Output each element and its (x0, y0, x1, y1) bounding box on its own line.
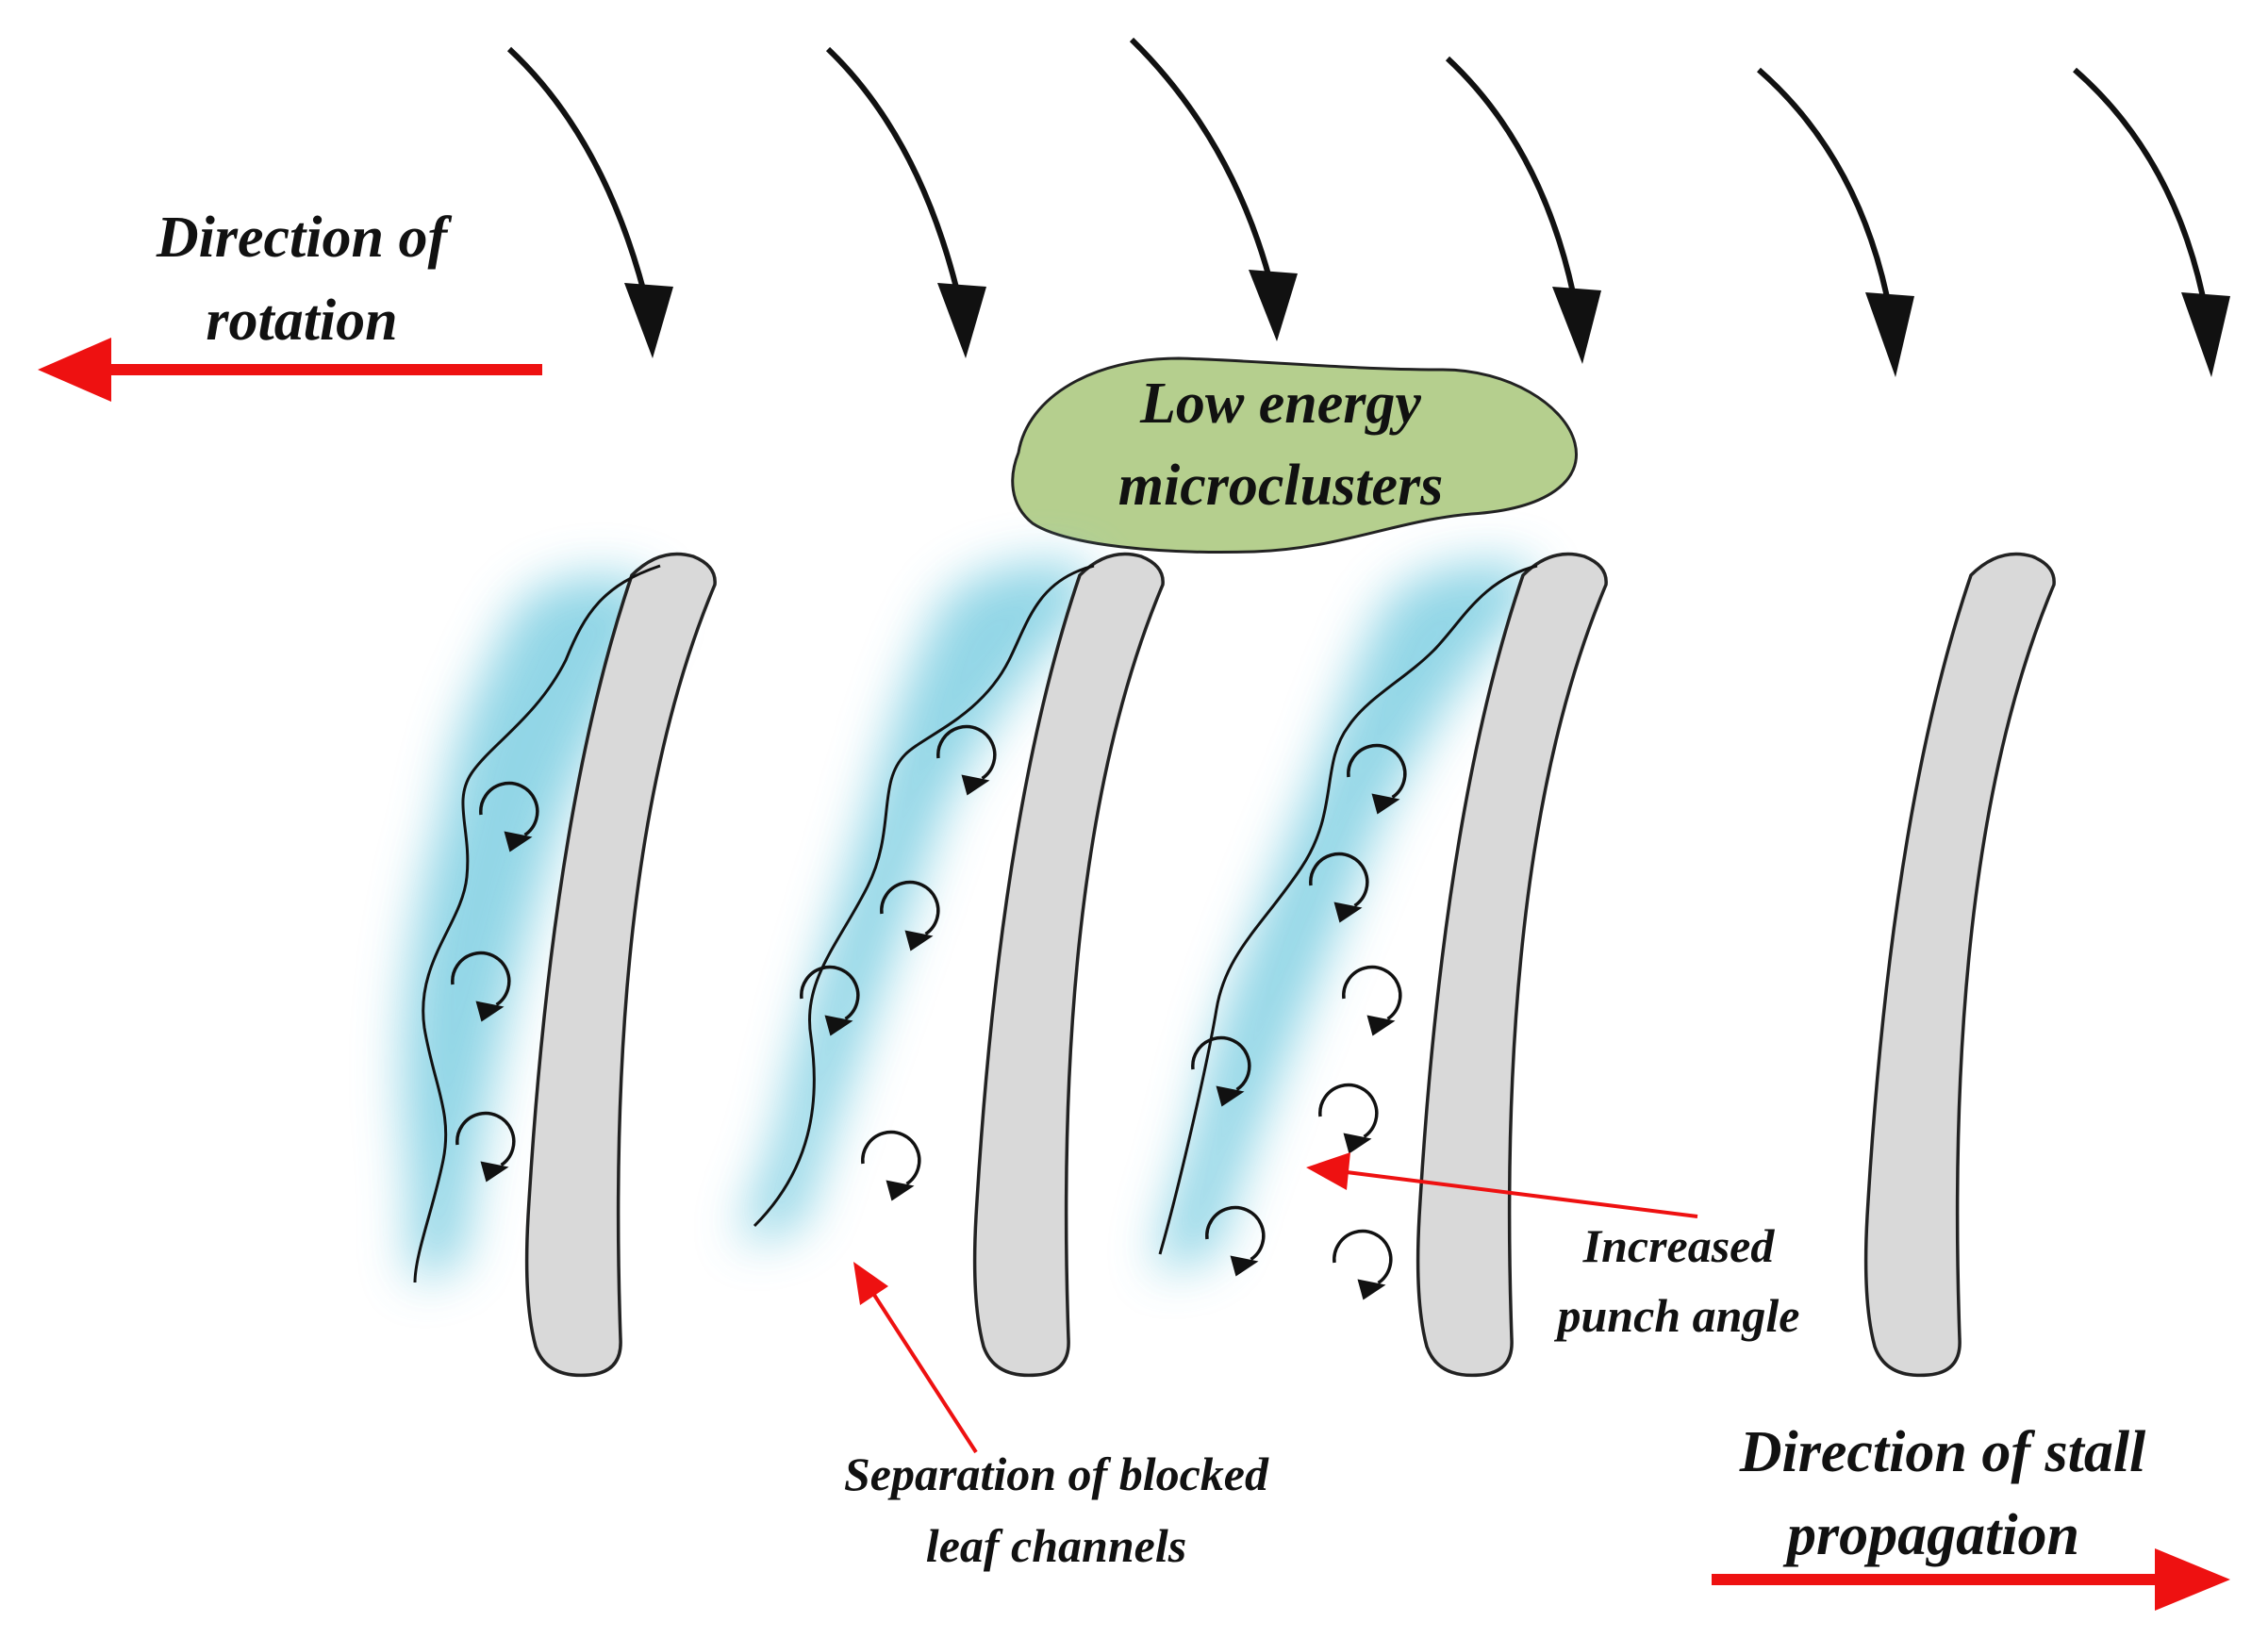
blade-2 (972, 552, 1165, 1378)
punch-label-line1: Increased (1582, 1219, 1776, 1272)
rotation-label-line1: Direction of (156, 206, 453, 270)
vortex-icon (1309, 852, 1369, 923)
punch-label-line2: punch angle (1553, 1289, 1799, 1342)
vortex-icon (1342, 965, 1402, 1036)
cluster-label-line1: Low energy (1139, 372, 1421, 436)
inflow-arrows (506, 37, 2230, 377)
stall-propagation-arrow (1712, 1548, 2230, 1611)
inflow-arrow-6 (2073, 67, 2230, 377)
separation-line-2 (753, 564, 1095, 1228)
vortex-icon (936, 724, 997, 796)
vortex-icon (800, 965, 860, 1036)
separation-label-line2: leaf channels (926, 1519, 1186, 1572)
separation-arrow (853, 1262, 978, 1454)
vortex-icon (1333, 1229, 1393, 1300)
inflow-arrow-4 (1445, 56, 1601, 364)
rotation-arrow (38, 338, 542, 402)
vortex-icon (479, 781, 539, 852)
rotation-label-line2: rotation (206, 289, 397, 353)
vortex-icon (861, 1130, 921, 1201)
stall-label-line1: Direction of stall (1739, 1420, 2146, 1484)
vortex-icon (1347, 743, 1407, 815)
vortex-icon (880, 880, 940, 951)
vortex-icon (455, 1111, 516, 1183)
blade-3 (1415, 552, 1608, 1378)
punch-angle-arrow (1306, 1152, 1698, 1218)
blade-row (524, 552, 2056, 1378)
inflow-arrow-3 (1129, 37, 1298, 341)
vortex-icon (451, 951, 511, 1022)
blade-1 (524, 552, 717, 1378)
separation-line-1 (413, 564, 661, 1283)
blade-4 (1863, 552, 2056, 1378)
separation-line-3 (1158, 564, 1538, 1255)
cluster-label-line2: microclusters (1118, 454, 1443, 518)
inflow-arrow-5 (1757, 67, 1914, 377)
vortex-icon (1205, 1205, 1266, 1277)
separation-boundaries (413, 564, 1538, 1283)
stall-label-line2: propagation (1782, 1503, 2079, 1567)
vortex-group (451, 724, 1407, 1300)
inflow-arrow-1 (506, 46, 673, 358)
vortex-icon (1318, 1083, 1379, 1154)
separation-glow (403, 562, 1537, 1282)
vortex-icon (1191, 1035, 1251, 1107)
separation-label-line1: Separation of blocked (844, 1448, 1269, 1500)
microcluster-blob (1011, 356, 1578, 554)
inflow-arrow-2 (825, 46, 986, 358)
